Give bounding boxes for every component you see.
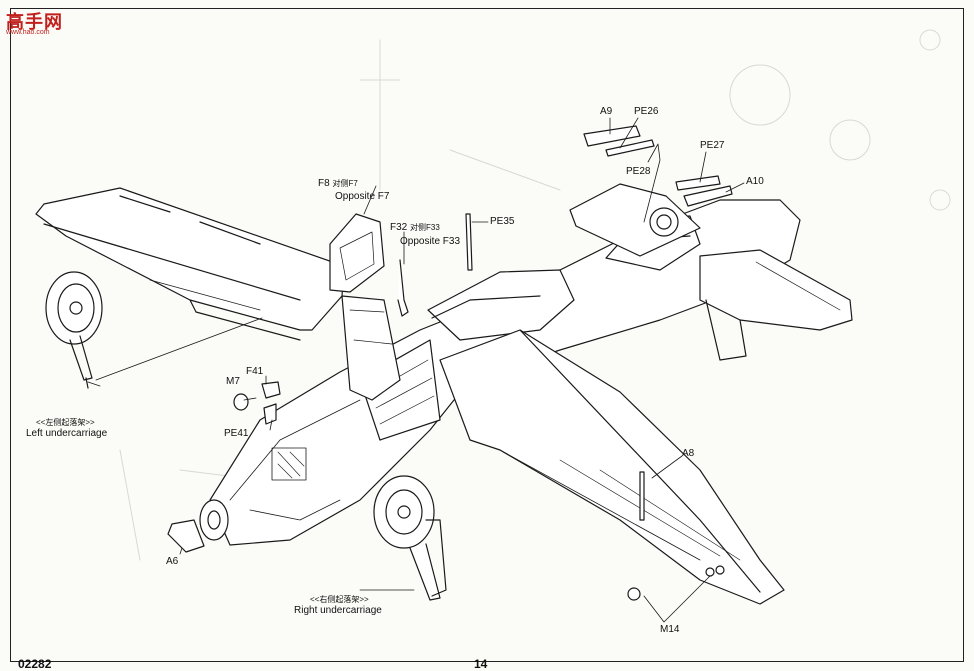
side-bay	[341, 295, 401, 401]
left-wing	[35, 187, 345, 341]
footer-page: 14	[474, 657, 488, 671]
callout-pe27: PE27	[700, 140, 725, 151]
callout-pe28: PE28	[626, 166, 651, 177]
callout-f32-part: F32	[390, 222, 408, 233]
leader-lines	[179, 117, 745, 623]
callout-f41: F41	[246, 366, 264, 377]
part-pe27	[675, 175, 721, 191]
part-pe41	[263, 403, 277, 425]
door-f8	[329, 213, 409, 317]
watermark-url: www.hao.com	[6, 29, 50, 36]
callout-f32-opposite: Opposite F33	[400, 236, 461, 247]
part-a8	[639, 471, 645, 521]
callout-f8-opposite: Opposite F7	[335, 191, 390, 202]
caption-left-en: Left undercarriage	[26, 428, 108, 439]
right-wing	[439, 329, 785, 605]
caption-left-cn: <<左侧起落架>>	[36, 418, 95, 427]
callout-f8-cn: 对侧F7	[332, 179, 358, 188]
part-pe35	[465, 213, 473, 271]
callout-pe35: PE35	[490, 216, 515, 227]
part-f41	[261, 381, 281, 399]
callout-a6: A6	[166, 556, 179, 567]
callout-m14: M14	[660, 624, 680, 635]
callout-pe26: PE26	[634, 106, 659, 117]
watermark-logo: 高手网	[6, 12, 63, 32]
footer-code: 02282	[18, 657, 52, 671]
callout-f32: F32 对侧F33	[390, 222, 440, 233]
tail	[569, 183, 853, 361]
right-undercarriage	[359, 475, 447, 601]
callout-a9: A9	[600, 106, 613, 117]
page-border	[10, 8, 964, 662]
part-pe26	[605, 139, 655, 157]
callout-f8: F8 对侧F7	[318, 178, 358, 189]
callout-a8: A8	[682, 448, 695, 459]
callout-a10: A10	[746, 176, 764, 187]
part-a6	[167, 519, 205, 553]
callout-pe41: PE41	[224, 428, 249, 439]
part-a10	[683, 185, 733, 207]
fuselage	[199, 199, 801, 546]
part-m7	[233, 393, 249, 411]
left-undercarriage	[45, 271, 263, 389]
callout-f8-part: F8	[318, 178, 330, 189]
callout-m7: M7	[226, 376, 240, 387]
caption-right-en: Right undercarriage	[294, 605, 382, 616]
caption-right-cn: <<右侧起落架>>	[310, 595, 369, 604]
callout-f32-cn: 对侧F33	[410, 223, 440, 232]
part-a9	[583, 125, 641, 147]
nose-intake	[427, 269, 575, 341]
